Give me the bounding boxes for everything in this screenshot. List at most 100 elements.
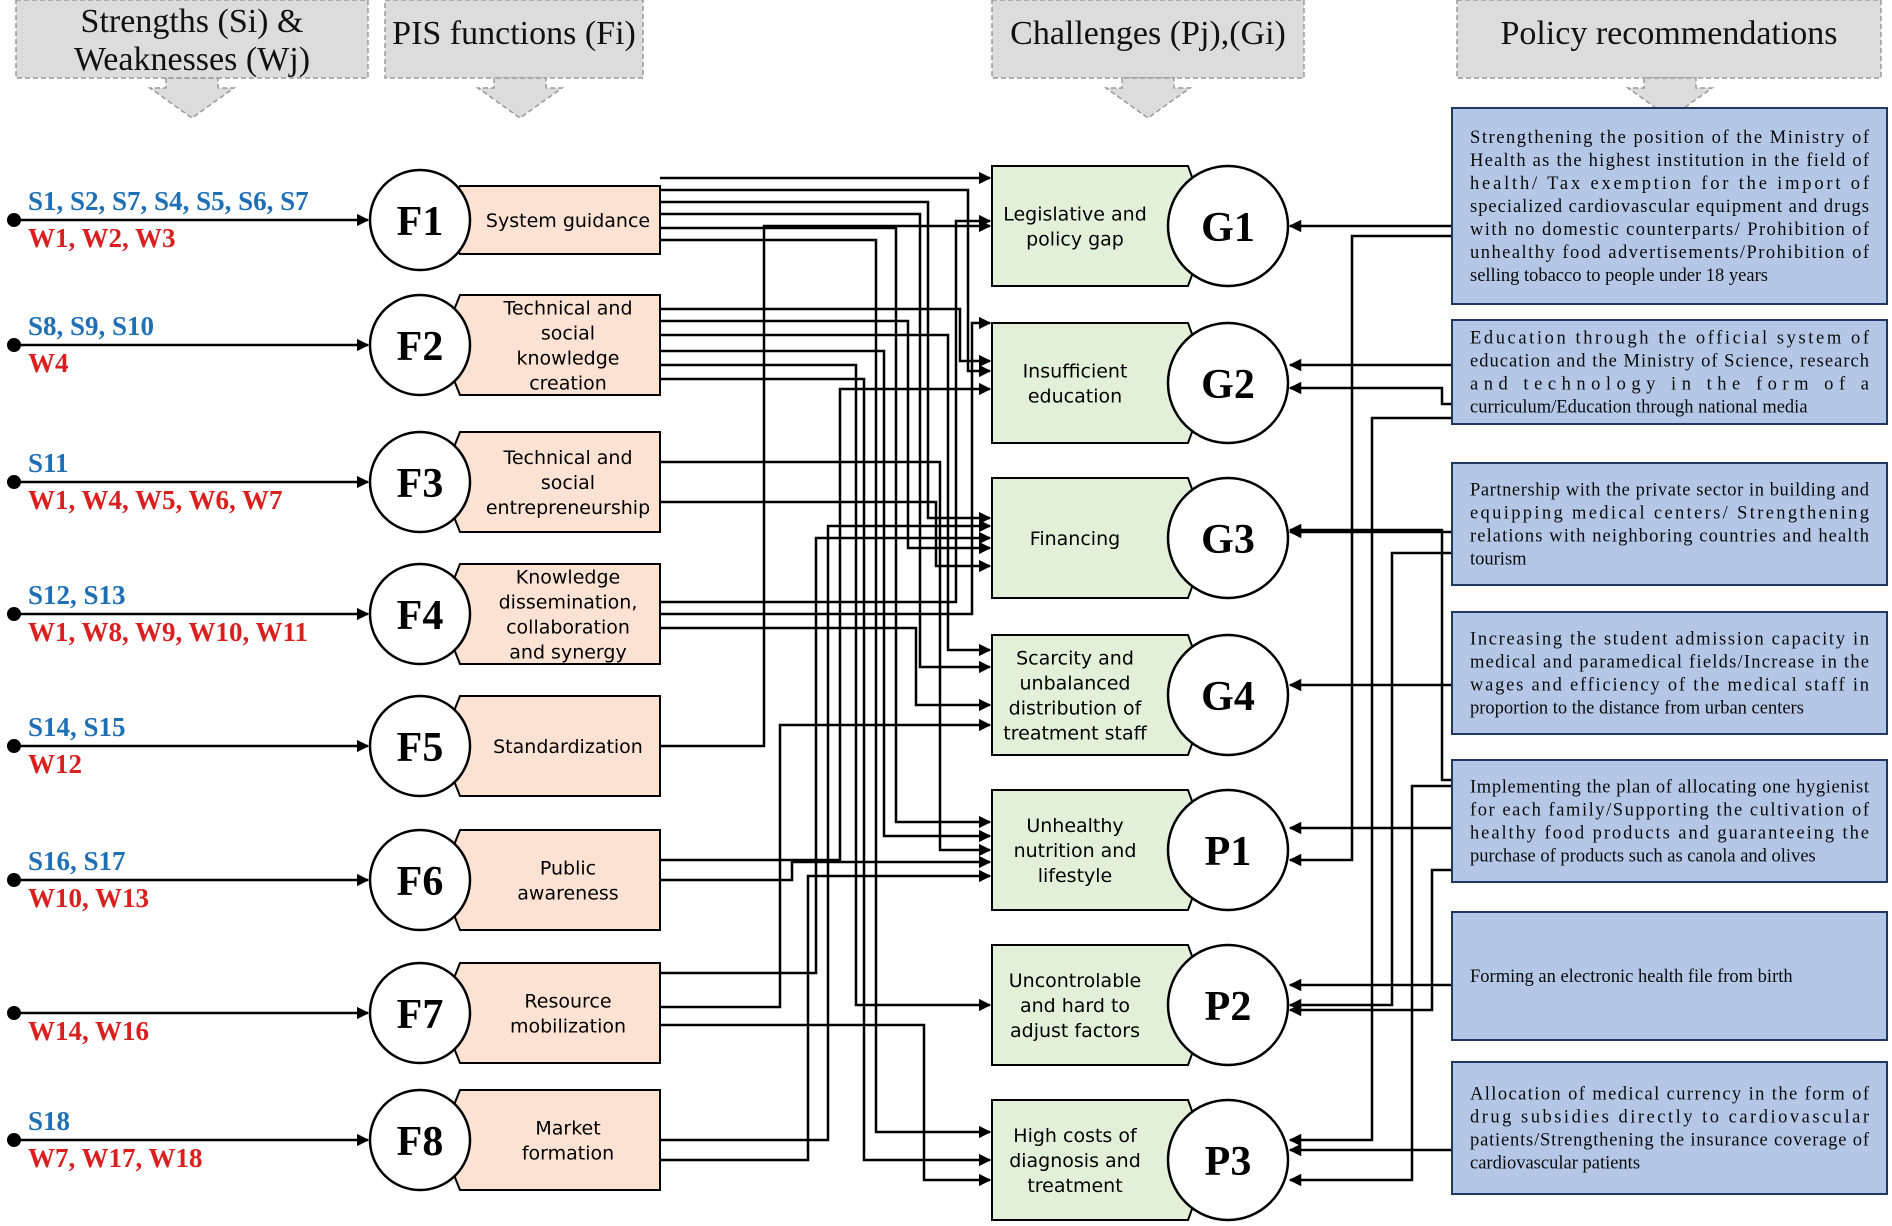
strength-label: S1, S2, S7, S4, S5, S6, S7 bbox=[28, 186, 309, 216]
challenge-g2: G2 Insufficient education bbox=[991, 321, 1290, 445]
challenge-label: policy gap bbox=[1026, 229, 1124, 251]
challenge-label: diagnosis and bbox=[1009, 1150, 1141, 1172]
challenge-label: Insufficient bbox=[1023, 361, 1128, 383]
challenge-g1: G1 Legislative and policy gap bbox=[991, 164, 1290, 288]
policy-line: cardiovascular patients bbox=[1470, 1154, 1640, 1174]
challenge-id: G3 bbox=[1201, 517, 1255, 563]
function-label: mobilization bbox=[510, 1016, 626, 1038]
header-challenges-text: Challenges (Pj),(Gi) bbox=[1010, 15, 1286, 52]
policy-box: Allocation of medical currency in the fo… bbox=[1451, 1061, 1888, 1195]
function-id: F6 bbox=[397, 859, 444, 905]
function-id: F1 bbox=[397, 199, 444, 245]
challenge-label: unbalanced bbox=[1020, 673, 1131, 695]
policy-line: selling tobacco to people under 18 years bbox=[1470, 266, 1768, 286]
sw-row: W14, W16 bbox=[7, 1006, 370, 1046]
policy-box: Increasing the student admission capacit… bbox=[1451, 611, 1888, 735]
challenge-id: G2 bbox=[1201, 362, 1255, 408]
weakness-label: W7, W17, W18 bbox=[28, 1143, 203, 1173]
function-label: Public bbox=[540, 858, 596, 880]
challenge-label: Unhealthy bbox=[1026, 815, 1123, 837]
sw-row: S1, S2, S7, S4, S5, S6, S7 W1, W2, W3 bbox=[7, 186, 370, 253]
policy-line: Education through the official system of bbox=[1470, 329, 1870, 349]
challenge-id: P3 bbox=[1205, 1139, 1252, 1185]
challenge-label: education bbox=[1028, 386, 1122, 408]
header-policy: Policy recommendations bbox=[1456, 0, 1882, 119]
challenge-g3: G3 Financing bbox=[991, 476, 1290, 600]
function-f5: F5 Standardization bbox=[368, 694, 661, 798]
weakness-label: W14, W16 bbox=[28, 1016, 149, 1046]
function-f6: F6 Public awareness bbox=[368, 828, 661, 932]
challenge-label: Legislative and bbox=[1003, 204, 1147, 226]
function-label: System guidance bbox=[486, 210, 650, 232]
challenge-id: G1 bbox=[1201, 205, 1255, 251]
policy-line: tourism bbox=[1470, 550, 1527, 570]
function-f1: F1 System guidance bbox=[368, 168, 661, 272]
policy-line: medical and paramedical fields/Increase … bbox=[1470, 653, 1869, 673]
weakness-label: W1, W2, W3 bbox=[28, 223, 176, 253]
policy-box: Implementing the plan of allocating one … bbox=[1451, 759, 1888, 883]
strength-label: S16, S17 bbox=[28, 846, 126, 876]
policy-column: Strengthening the position of the Minist… bbox=[1451, 107, 1888, 1195]
challenge-label: and hard to bbox=[1020, 995, 1130, 1017]
policy-line: with no domestic counterparts/ Prohibiti… bbox=[1470, 220, 1870, 240]
policy-line: unhealthy food advertisements/Prohibitio… bbox=[1470, 243, 1870, 263]
function-label: Market bbox=[535, 1118, 600, 1140]
function-id: F3 bbox=[397, 461, 444, 507]
policy-line: purchase of products such as canola and … bbox=[1470, 847, 1816, 867]
policy-line: specialized cardiovascular equipment and… bbox=[1470, 197, 1869, 217]
strengths-weaknesses-column: S1, S2, S7, S4, S5, S6, S7 W1, W2, W3 S8, … bbox=[7, 186, 370, 1173]
challenge-label: treatment bbox=[1027, 1175, 1122, 1197]
strength-label: S18 bbox=[28, 1106, 70, 1136]
policy-line: drug subsidies directly to cardiovascula… bbox=[1470, 1108, 1869, 1128]
function-label: Standardization bbox=[493, 736, 643, 758]
challenge-label: High costs of bbox=[1013, 1125, 1138, 1147]
header-strengths-weaknesses: Strengths (Si) & Weaknesses (Wj) bbox=[15, 0, 369, 119]
function-id: F5 bbox=[397, 725, 444, 771]
function-label: entrepreneurship bbox=[486, 497, 650, 519]
header-challenges: Challenges (Pj),(Gi) bbox=[991, 0, 1305, 119]
challenge-label: adjust factors bbox=[1010, 1020, 1140, 1042]
header-sw-line1: Strengths (Si) & bbox=[81, 3, 304, 40]
policy-line: Implementing the plan of allocating one … bbox=[1470, 778, 1870, 798]
policy-box: Education through the official system of… bbox=[1451, 319, 1888, 425]
policy-line: Partnership with the private sector in b… bbox=[1470, 481, 1870, 501]
function-label: Technical and bbox=[502, 447, 632, 469]
function-label: Knowledge bbox=[516, 567, 620, 589]
challenge-label: lifestyle bbox=[1038, 865, 1113, 887]
function-label: dissemination, bbox=[499, 592, 638, 614]
challenge-id: G4 bbox=[1201, 674, 1255, 720]
challenge-id: P1 bbox=[1205, 829, 1252, 875]
function-label: awareness bbox=[517, 883, 618, 905]
function-label: Technical and bbox=[502, 298, 632, 320]
function-label: collaboration bbox=[506, 617, 630, 639]
policy-line: equipping medical centers/ Strengthening bbox=[1470, 504, 1869, 524]
strength-label: S12, S13 bbox=[28, 580, 126, 610]
policy-line: wages and efficiency of the medical staf… bbox=[1470, 676, 1869, 696]
function-f4: F4Knowledgedissemination,collaborationan… bbox=[368, 562, 661, 666]
policy-line: curriculum/Education through national me… bbox=[1470, 398, 1808, 418]
challenge-label: Scarcity and bbox=[1016, 648, 1134, 670]
policy-line: relations with neighboring countries and… bbox=[1470, 527, 1869, 547]
function-label: social bbox=[541, 472, 595, 494]
strength-label: S8, S9, S10 bbox=[28, 311, 154, 341]
challenge-p3: P3 High costs of diagnosis and treatment bbox=[991, 1098, 1290, 1222]
policy-line: education and the Ministry of Science, r… bbox=[1470, 352, 1869, 372]
header-pis-text: PIS functions (Fi) bbox=[392, 15, 636, 52]
policy-line: healthy food products and guaranteeing t… bbox=[1470, 824, 1869, 844]
function-label: and synergy bbox=[509, 642, 626, 664]
policy-box: Forming an electronic health file from b… bbox=[1451, 911, 1888, 1041]
challenge-label: Financing bbox=[1030, 528, 1120, 550]
